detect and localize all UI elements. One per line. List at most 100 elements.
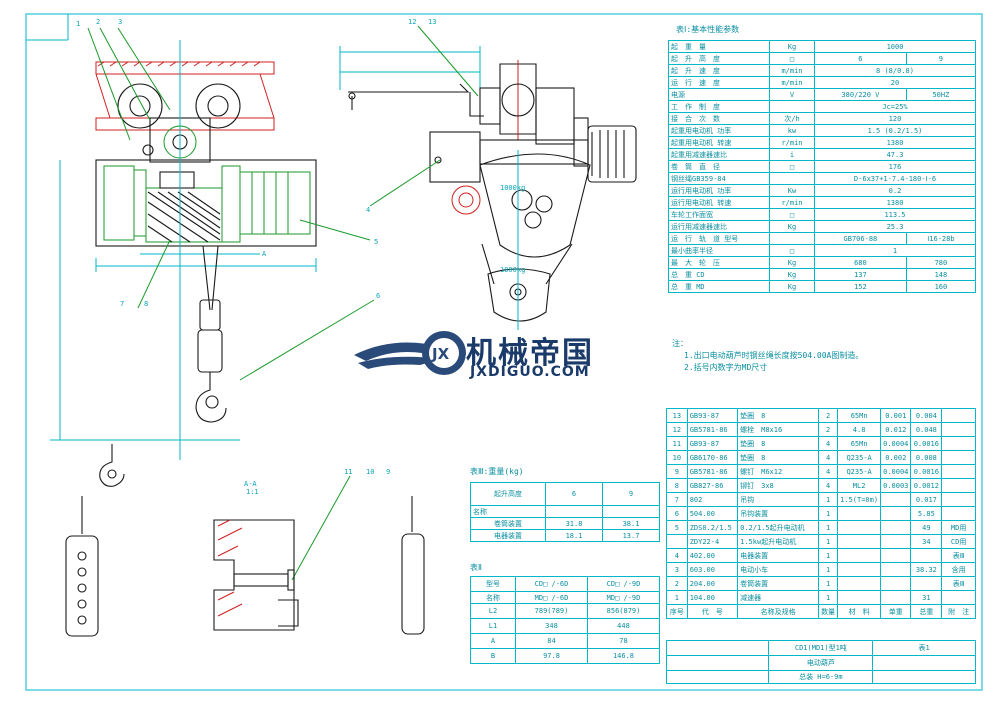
bom-cell: 4: [818, 450, 839, 465]
perf-param: 起 重 量: [668, 40, 770, 53]
perf-unit: i: [769, 148, 815, 161]
bom-cell: 5: [666, 520, 688, 535]
bom-cell: [880, 548, 912, 563]
perf-param: 卷 筒 直 径: [668, 160, 770, 173]
watermark-logo: JX: [354, 331, 466, 375]
bom-cell: 垫圈 8: [737, 436, 820, 451]
bom-cell: 204.00: [686, 576, 739, 591]
bom-header-cell: 附 注: [941, 604, 976, 619]
bom-cell: Q235-A: [837, 450, 882, 465]
callout-1: 1: [76, 20, 80, 28]
bom-cell: 11: [666, 436, 688, 451]
bom-cell: 2: [666, 576, 688, 591]
bom-cell: 0.0004: [880, 464, 912, 479]
perf-unit: 次/h: [769, 112, 815, 125]
bom-cell: 65Mn: [837, 408, 882, 423]
weight-cell: 18.1: [545, 529, 603, 542]
perf-value: 152: [814, 280, 907, 293]
perf-unit: m/min: [769, 76, 815, 89]
bom-cell: 402.00: [686, 548, 739, 563]
bom-cell: GB6170-86: [686, 450, 739, 465]
dim-header-sub: 名称: [470, 591, 516, 604]
bom-cell: 802: [686, 492, 739, 507]
perf-unit: Kg: [769, 268, 815, 281]
table2-title: 表Ⅱ: [470, 563, 482, 572]
bom-cell: 螺栓 M8x16: [737, 422, 820, 437]
bom-cell: 铆钉 3x8: [737, 478, 820, 493]
bom-cell: 1.5(T=0m): [837, 492, 882, 507]
perf-param: 工 作 制 度: [668, 100, 770, 113]
weight-cell: 电器装置: [470, 529, 546, 542]
callout-6: 6: [376, 292, 380, 300]
bom-cell: 1: [818, 548, 839, 563]
bom-header-cell: 总重: [910, 604, 943, 619]
bom-cell: [666, 534, 688, 549]
bom-cell: ZDY22-4: [686, 534, 739, 549]
title-block: CD1(MD1)型1吨表1 电动葫芦 总装 H=6-9m: [665, 640, 976, 684]
bom-cell: 4: [818, 464, 839, 479]
bom-cell: 1: [818, 576, 839, 591]
sheet-border: [25, 13, 983, 691]
perf-param: 起重用电动机 转速: [668, 136, 770, 149]
dim-cell: B: [470, 648, 516, 664]
bom-cell: GB93-87: [686, 436, 739, 451]
weight-subheader-label: 名称: [470, 505, 546, 518]
perf-row: 车轮工作面宽□113.5: [668, 208, 976, 221]
dim-header-cell: 型号: [470, 576, 516, 592]
bom-cell: 0.0003: [880, 478, 912, 493]
perf-unit: □: [769, 160, 815, 173]
note-1: 1.出口电动葫芦时钢丝绳长度按504.00A图制造。: [684, 351, 864, 360]
bom-cell: 38.32: [910, 562, 943, 577]
bom-cell: 0.017: [910, 492, 943, 507]
section-scale: 1:1: [246, 488, 259, 496]
bom-cell: 4: [666, 548, 688, 563]
callout-13: 13: [428, 18, 436, 26]
bom-cell: 1: [666, 590, 688, 605]
bom-cell: 104.00: [686, 590, 739, 605]
bom-cell: [941, 436, 976, 451]
callout-2: 2: [96, 18, 100, 26]
perf-unit: Kg: [769, 220, 815, 233]
side-view: [339, 46, 637, 330]
bom-cell: 8: [666, 478, 688, 493]
bom-cell: 9: [666, 464, 688, 479]
bom-cell: GB827-86: [686, 478, 739, 493]
perf-value-2: Ⅰ16-28b: [905, 232, 977, 245]
dim-cell: 146.8: [587, 648, 660, 664]
perf-param: 总 重 CD: [668, 268, 770, 281]
weight-cell: 31.8: [545, 517, 603, 530]
bom-cell: [910, 548, 943, 563]
bom-cell: [837, 520, 882, 535]
weight-header-label: 起升高度: [470, 482, 546, 506]
bom-cell: 垫圈 8: [737, 450, 820, 465]
bom-cell: 0.001: [880, 408, 912, 423]
watermark-title: 机械帝国: [466, 336, 594, 371]
bom-cell: 含用: [941, 562, 976, 577]
perf-unit: Kw: [769, 184, 815, 197]
bom-cell: 0.0016: [910, 436, 943, 451]
bom-header: 序号代 号名称及规格数量材 料单重总重附 注: [666, 604, 976, 619]
bom-cell: 螺钉 M6x12: [737, 464, 820, 479]
dim-cell: 856(879): [587, 603, 660, 619]
view-a-label: A: [262, 250, 267, 258]
bom-cell: [880, 534, 912, 549]
perf-value: 113.5: [814, 208, 976, 221]
perf-unit: r/min: [769, 196, 815, 209]
bom-cell: Q235-A: [837, 464, 882, 479]
perf-value: Jc=25%: [814, 100, 976, 113]
